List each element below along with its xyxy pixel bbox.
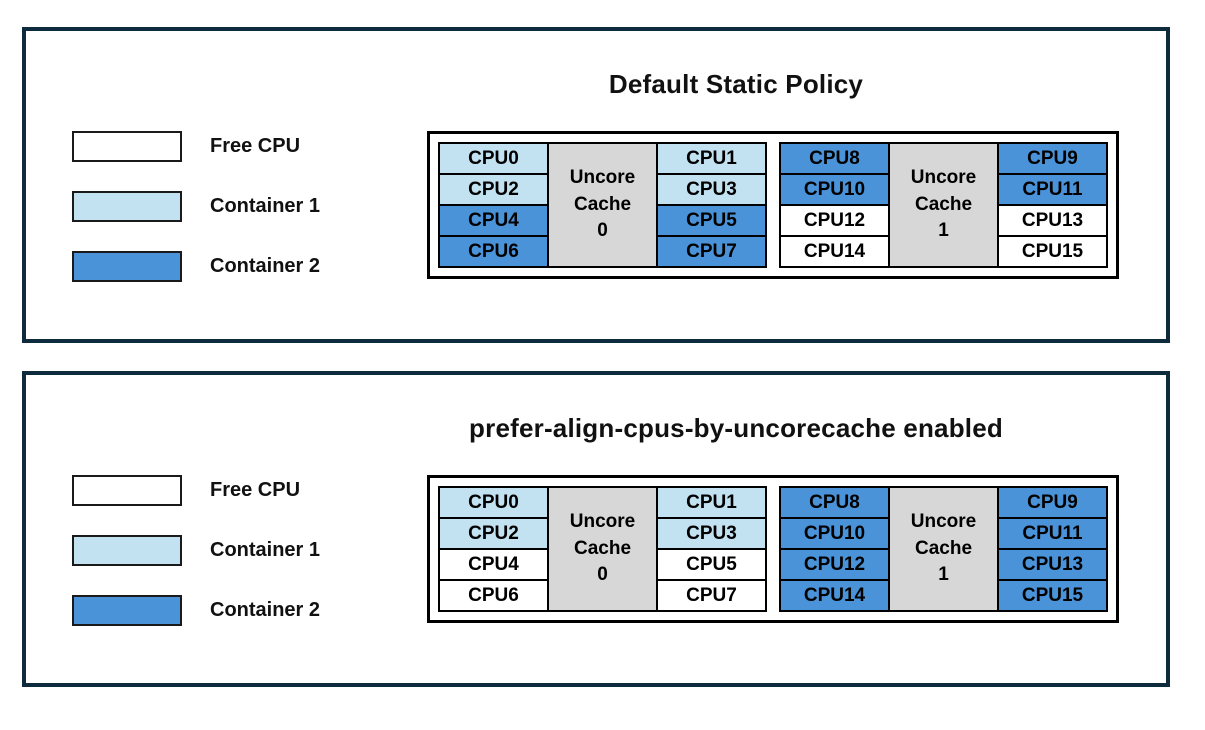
legend-label-container2: Container 2 [210, 599, 321, 621]
legend-item-container2: Container 2 [72, 251, 320, 282]
uncore-cache-label-line: Uncore [910, 511, 977, 533]
uncore-cache-label-line: Uncore [910, 167, 977, 189]
legend-label-container1: Container 1 [210, 539, 321, 561]
legend-item-container1: Container 1 [72, 191, 320, 222]
free-color-swatch [72, 475, 182, 506]
cpu-cell-cpu6: CPU6 [440, 581, 547, 610]
cpu-cell-cpu6: CPU6 [440, 237, 547, 266]
cpu-cell-cpu8: CPU8 [781, 488, 888, 517]
uncore-cache-label-line: 1 [938, 220, 949, 242]
cpu-cell-cpu1: CPU1 [658, 144, 765, 173]
cpu-cell-cpu4: CPU4 [440, 206, 547, 235]
legend-label-free: Free CPU [210, 479, 301, 501]
cpu-cell-cpu13: CPU13 [999, 550, 1106, 579]
cpu-cell-cpu15: CPU15 [999, 581, 1106, 610]
uncore-cache-label-line: Cache [573, 193, 632, 215]
uncore-cache-label-line: Uncore [569, 167, 636, 189]
cpu-cell-cpu11: CPU11 [999, 519, 1106, 548]
uncore-cache-label-line: Cache [914, 537, 973, 559]
cpu-cell-cpu7: CPU7 [658, 237, 765, 266]
cpu-cell-cpu7: CPU7 [658, 581, 765, 610]
uncore-cache-label-line: Uncore [569, 511, 636, 533]
cpu-cell-cpu12: CPU12 [781, 206, 888, 235]
cpu-cell-cpu0: CPU0 [440, 144, 547, 173]
cpu-cell-cpu2: CPU2 [440, 175, 547, 204]
uncore-cache-label-line: 1 [938, 564, 949, 586]
uncore-cache-label-line: Cache [914, 193, 973, 215]
uncore-cache-label-line: Cache [573, 537, 632, 559]
cpu-cell-cpu10: CPU10 [781, 175, 888, 204]
cpu-cell-cpu3: CPU3 [658, 175, 765, 204]
legend-item-container1: Container 1 [72, 535, 320, 566]
uncore-cache-label-line: 0 [597, 220, 608, 242]
legend-label-container1: Container 1 [210, 195, 321, 217]
legend-label-container2: Container 2 [210, 255, 321, 277]
legend: Free CPU Container 1 Container 2 [72, 475, 320, 655]
cpu-cell-cpu14: CPU14 [781, 581, 888, 610]
container1-color-swatch [72, 191, 182, 222]
cpu-cell-cpu3: CPU3 [658, 519, 765, 548]
legend-item-free: Free CPU [72, 475, 320, 506]
cpu-cell-cpu15: CPU15 [999, 237, 1106, 266]
cpu-cell-cpu8: CPU8 [781, 144, 888, 173]
cpu-cell-cpu5: CPU5 [658, 550, 765, 579]
container1-color-swatch [72, 535, 182, 566]
legend-label-free: Free CPU [210, 135, 301, 157]
cpu-cell-cpu12: CPU12 [781, 550, 888, 579]
panel-title: Default Static Policy [608, 69, 864, 99]
cpu-cell-cpu10: CPU10 [781, 519, 888, 548]
cpu-cell-cpu9: CPU9 [999, 144, 1106, 173]
free-color-swatch [72, 131, 182, 162]
cpu-cell-cpu14: CPU14 [781, 237, 888, 266]
container2-color-swatch [72, 251, 182, 282]
legend-item-container2: Container 2 [72, 595, 320, 626]
legend: Free CPU Container 1 Container 2 [72, 131, 320, 311]
cpu-cell-cpu4: CPU4 [440, 550, 547, 579]
panel-default-static-policy: Default Static Policy Free CPU Container … [22, 27, 1170, 343]
cpu-cell-cpu13: CPU13 [999, 206, 1106, 235]
cpu-cell-cpu0: CPU0 [440, 488, 547, 517]
container2-color-swatch [72, 595, 182, 626]
cpu-cell-cpu1: CPU1 [658, 488, 765, 517]
cpu-cell-cpu11: CPU11 [999, 175, 1106, 204]
cpu-cell-cpu5: CPU5 [658, 206, 765, 235]
panel-prefer-align-uncorecache: prefer-align-cpus-by-uncorecache enabled… [22, 371, 1170, 687]
cpu-cell-cpu2: CPU2 [440, 519, 547, 548]
uncore-cache-label-line: 0 [597, 564, 608, 586]
legend-item-free: Free CPU [72, 131, 320, 162]
panel-title: prefer-align-cpus-by-uncorecache enabled [469, 413, 1003, 443]
cpu-cell-cpu9: CPU9 [999, 488, 1106, 517]
